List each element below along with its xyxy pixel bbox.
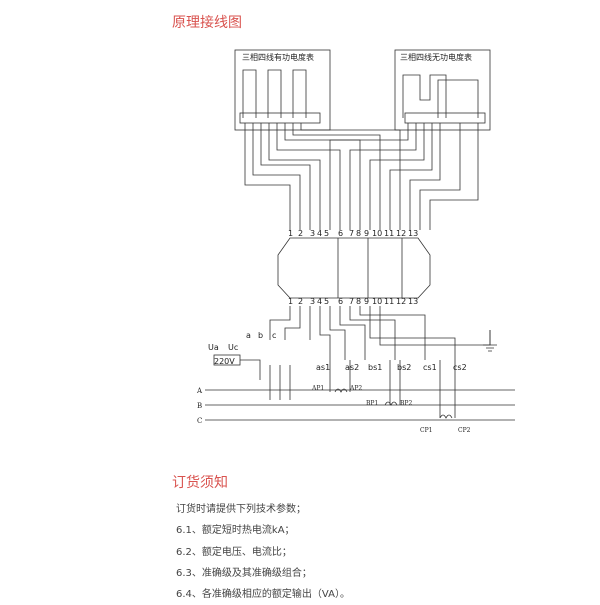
- phase-label-b: b: [258, 331, 263, 340]
- terminal-number-bottom: 3: [310, 297, 315, 306]
- ordering-item: 6.1、额定短时热电流kA；: [176, 525, 295, 536]
- ordering-item: 6.2、额定电压、电流比；: [176, 547, 292, 558]
- bus-label-b: B: [197, 402, 202, 410]
- terminal-number-top: 1: [288, 229, 293, 238]
- primary-label-cp2: CP2: [458, 427, 471, 434]
- terminal-number-bottom: 9: [364, 297, 369, 306]
- section-title-ordering: 订货须知: [172, 475, 228, 491]
- terminal-number-top: 11: [384, 229, 394, 238]
- phase-label-a: a: [246, 331, 251, 340]
- terminal-number-top: 8: [356, 229, 361, 238]
- terminal-number-bottom: 11: [384, 297, 394, 306]
- primary-label-bp1: BP1: [366, 400, 378, 407]
- ct-label-as2: as2: [345, 363, 359, 372]
- terminal-number-bottom: 10: [372, 297, 382, 306]
- terminal-number-top: 9: [364, 229, 369, 238]
- terminal-number-bottom: 5: [324, 297, 329, 306]
- bus-label-a: A: [196, 387, 203, 395]
- label-uc: Uc: [228, 343, 238, 352]
- wiring-diagram: 三相四线有功电度表 三相四线无功电度表 1 2 3 4 5 6 7 8 9 10…: [196, 49, 515, 434]
- terminal-number-top: 7: [349, 229, 354, 238]
- terminal-number-bottom: 7: [349, 297, 354, 306]
- terminal-number-top: 10: [372, 229, 382, 238]
- primary-label-ap1: AP1: [311, 385, 324, 392]
- meter-label-active: 三相四线有功电度表: [242, 52, 314, 62]
- terminal-number-bottom: 1: [288, 297, 293, 306]
- label-ua: Ua: [208, 343, 219, 352]
- terminal-number-bottom: 8: [356, 297, 361, 306]
- primary-label-cp1: CP1: [420, 427, 432, 434]
- terminal-number-top: 2: [298, 229, 303, 238]
- terminal-number-top: 6: [338, 229, 343, 238]
- terminal-number-bottom: 2: [298, 297, 303, 306]
- phase-label-c: c: [272, 331, 276, 340]
- ordering-intro: 订货时请提供下列技术参数；: [176, 504, 306, 515]
- ct-label-as1: as1: [316, 363, 330, 372]
- terminal-number-top: 13: [408, 229, 418, 238]
- ordering-item: 6.3、准确级及其准确级组合；: [176, 568, 312, 579]
- meter-box-active: [234, 49, 331, 131]
- terminal-number-top: 3: [310, 229, 315, 238]
- terminal-number-top: 12: [396, 229, 406, 238]
- terminal-number-bottom: 12: [396, 297, 406, 306]
- terminal-number-top: 4: [317, 229, 322, 238]
- terminal-number-top: 5: [324, 229, 329, 238]
- section-title-wiring: 原理接线图: [172, 15, 242, 31]
- ct-label-cs2: cs2: [453, 363, 467, 372]
- ct-label-cs1: cs1: [423, 363, 437, 372]
- bus-label-c: C: [197, 417, 202, 425]
- ordering-item: 6.4、各准确级相应的额定输出（VA）。: [176, 589, 350, 600]
- ct-label-bs2: bs2: [397, 363, 411, 372]
- primary-label-ap2: AP2: [349, 385, 362, 392]
- terminal-number-bottom: 13: [408, 297, 418, 306]
- primary-label-bp2: BP2: [400, 400, 412, 407]
- terminal-number-bottom: 4: [317, 297, 322, 306]
- meter-box-reactive: [394, 49, 491, 131]
- terminal-block: [277, 237, 431, 299]
- meter-label-reactive: 三相四线无功电度表: [400, 52, 472, 62]
- label-voltage: 220V: [214, 357, 235, 366]
- terminal-number-bottom: 6: [338, 297, 343, 306]
- ct-label-bs1: bs1: [368, 363, 382, 372]
